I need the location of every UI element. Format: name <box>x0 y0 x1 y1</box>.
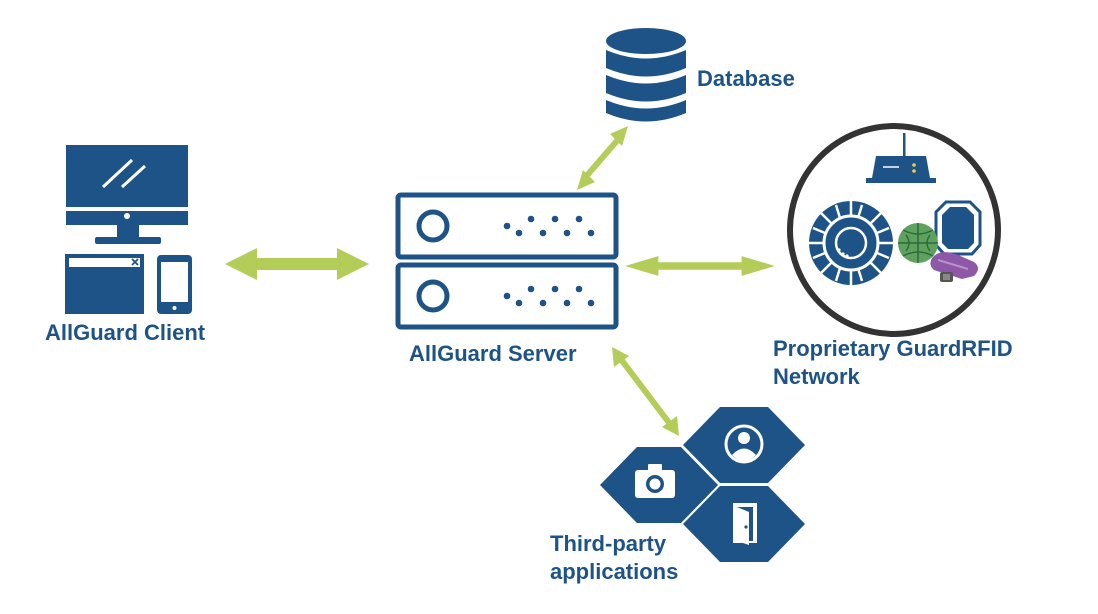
wrist-tag-icon <box>898 223 938 263</box>
hexagon-user <box>683 407 805 483</box>
arrow-client-server <box>225 248 369 280</box>
thirdparty-label-line1: Third-party <box>550 531 667 556</box>
server-rack-icon <box>395 192 619 330</box>
thirdparty-label-line2: applications <box>550 559 679 584</box>
network-group <box>787 123 1001 337</box>
arrow-server-network <box>625 256 775 276</box>
client-label: AllGuard Client <box>45 320 206 345</box>
network-label-line2: Network <box>773 364 860 389</box>
asset-tag-icon <box>930 252 978 282</box>
server-label: AllGuard Server <box>409 341 577 366</box>
phone-icon <box>157 255 192 314</box>
user-icon <box>724 424 764 464</box>
network-label-line1: Proprietary GuardRFID <box>773 336 1013 361</box>
monitor-icon <box>66 145 188 244</box>
database-icon <box>606 28 686 122</box>
door-icon <box>733 503 757 545</box>
camera-icon <box>635 464 675 498</box>
browser-window-icon <box>65 254 144 314</box>
router-icon <box>866 133 936 183</box>
arrows <box>225 126 775 436</box>
arrow-server-thirdparty <box>612 347 679 436</box>
arrow-server-database <box>577 126 628 190</box>
thirdparty-hexagons <box>600 407 805 562</box>
rfid-reader-icon <box>809 201 893 285</box>
database-label: Database <box>697 66 795 91</box>
badge-tag-icon <box>934 200 982 256</box>
